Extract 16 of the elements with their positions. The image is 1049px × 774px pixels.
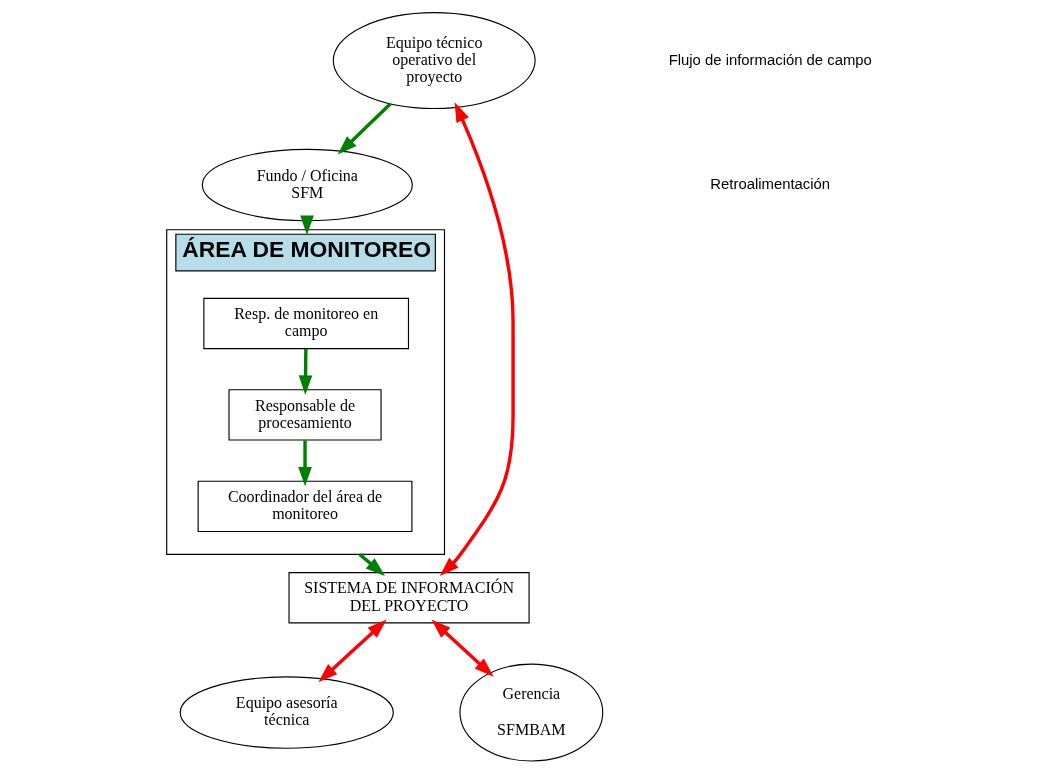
arrow bbox=[298, 348, 313, 395]
node-ellipse: Equipo técnico operativo del proyecto bbox=[332, 12, 536, 110]
legend-label: Flujo de información de campo bbox=[668, 51, 872, 68]
arrow bbox=[431, 619, 494, 677]
arrow bbox=[337, 102, 392, 155]
legend-label: Retroalimentación bbox=[710, 175, 831, 192]
node-box: Coordinador del área de monitoreo bbox=[197, 480, 413, 533]
node-box: SISTEMA DE INFORMACIÓN DEL PROYECTO bbox=[288, 572, 530, 624]
arrow bbox=[439, 102, 515, 577]
node-ellipse: Gerencia SFMBAM bbox=[459, 663, 604, 762]
arrow bbox=[318, 619, 387, 683]
node-box: Responsable de procesamiento bbox=[228, 389, 382, 441]
node-box: Resp. de monitoreo en campo bbox=[203, 297, 410, 350]
arrow bbox=[298, 440, 312, 487]
arrow bbox=[300, 215, 314, 235]
node-ellipse: Equipo asesoría técnica bbox=[179, 676, 394, 749]
